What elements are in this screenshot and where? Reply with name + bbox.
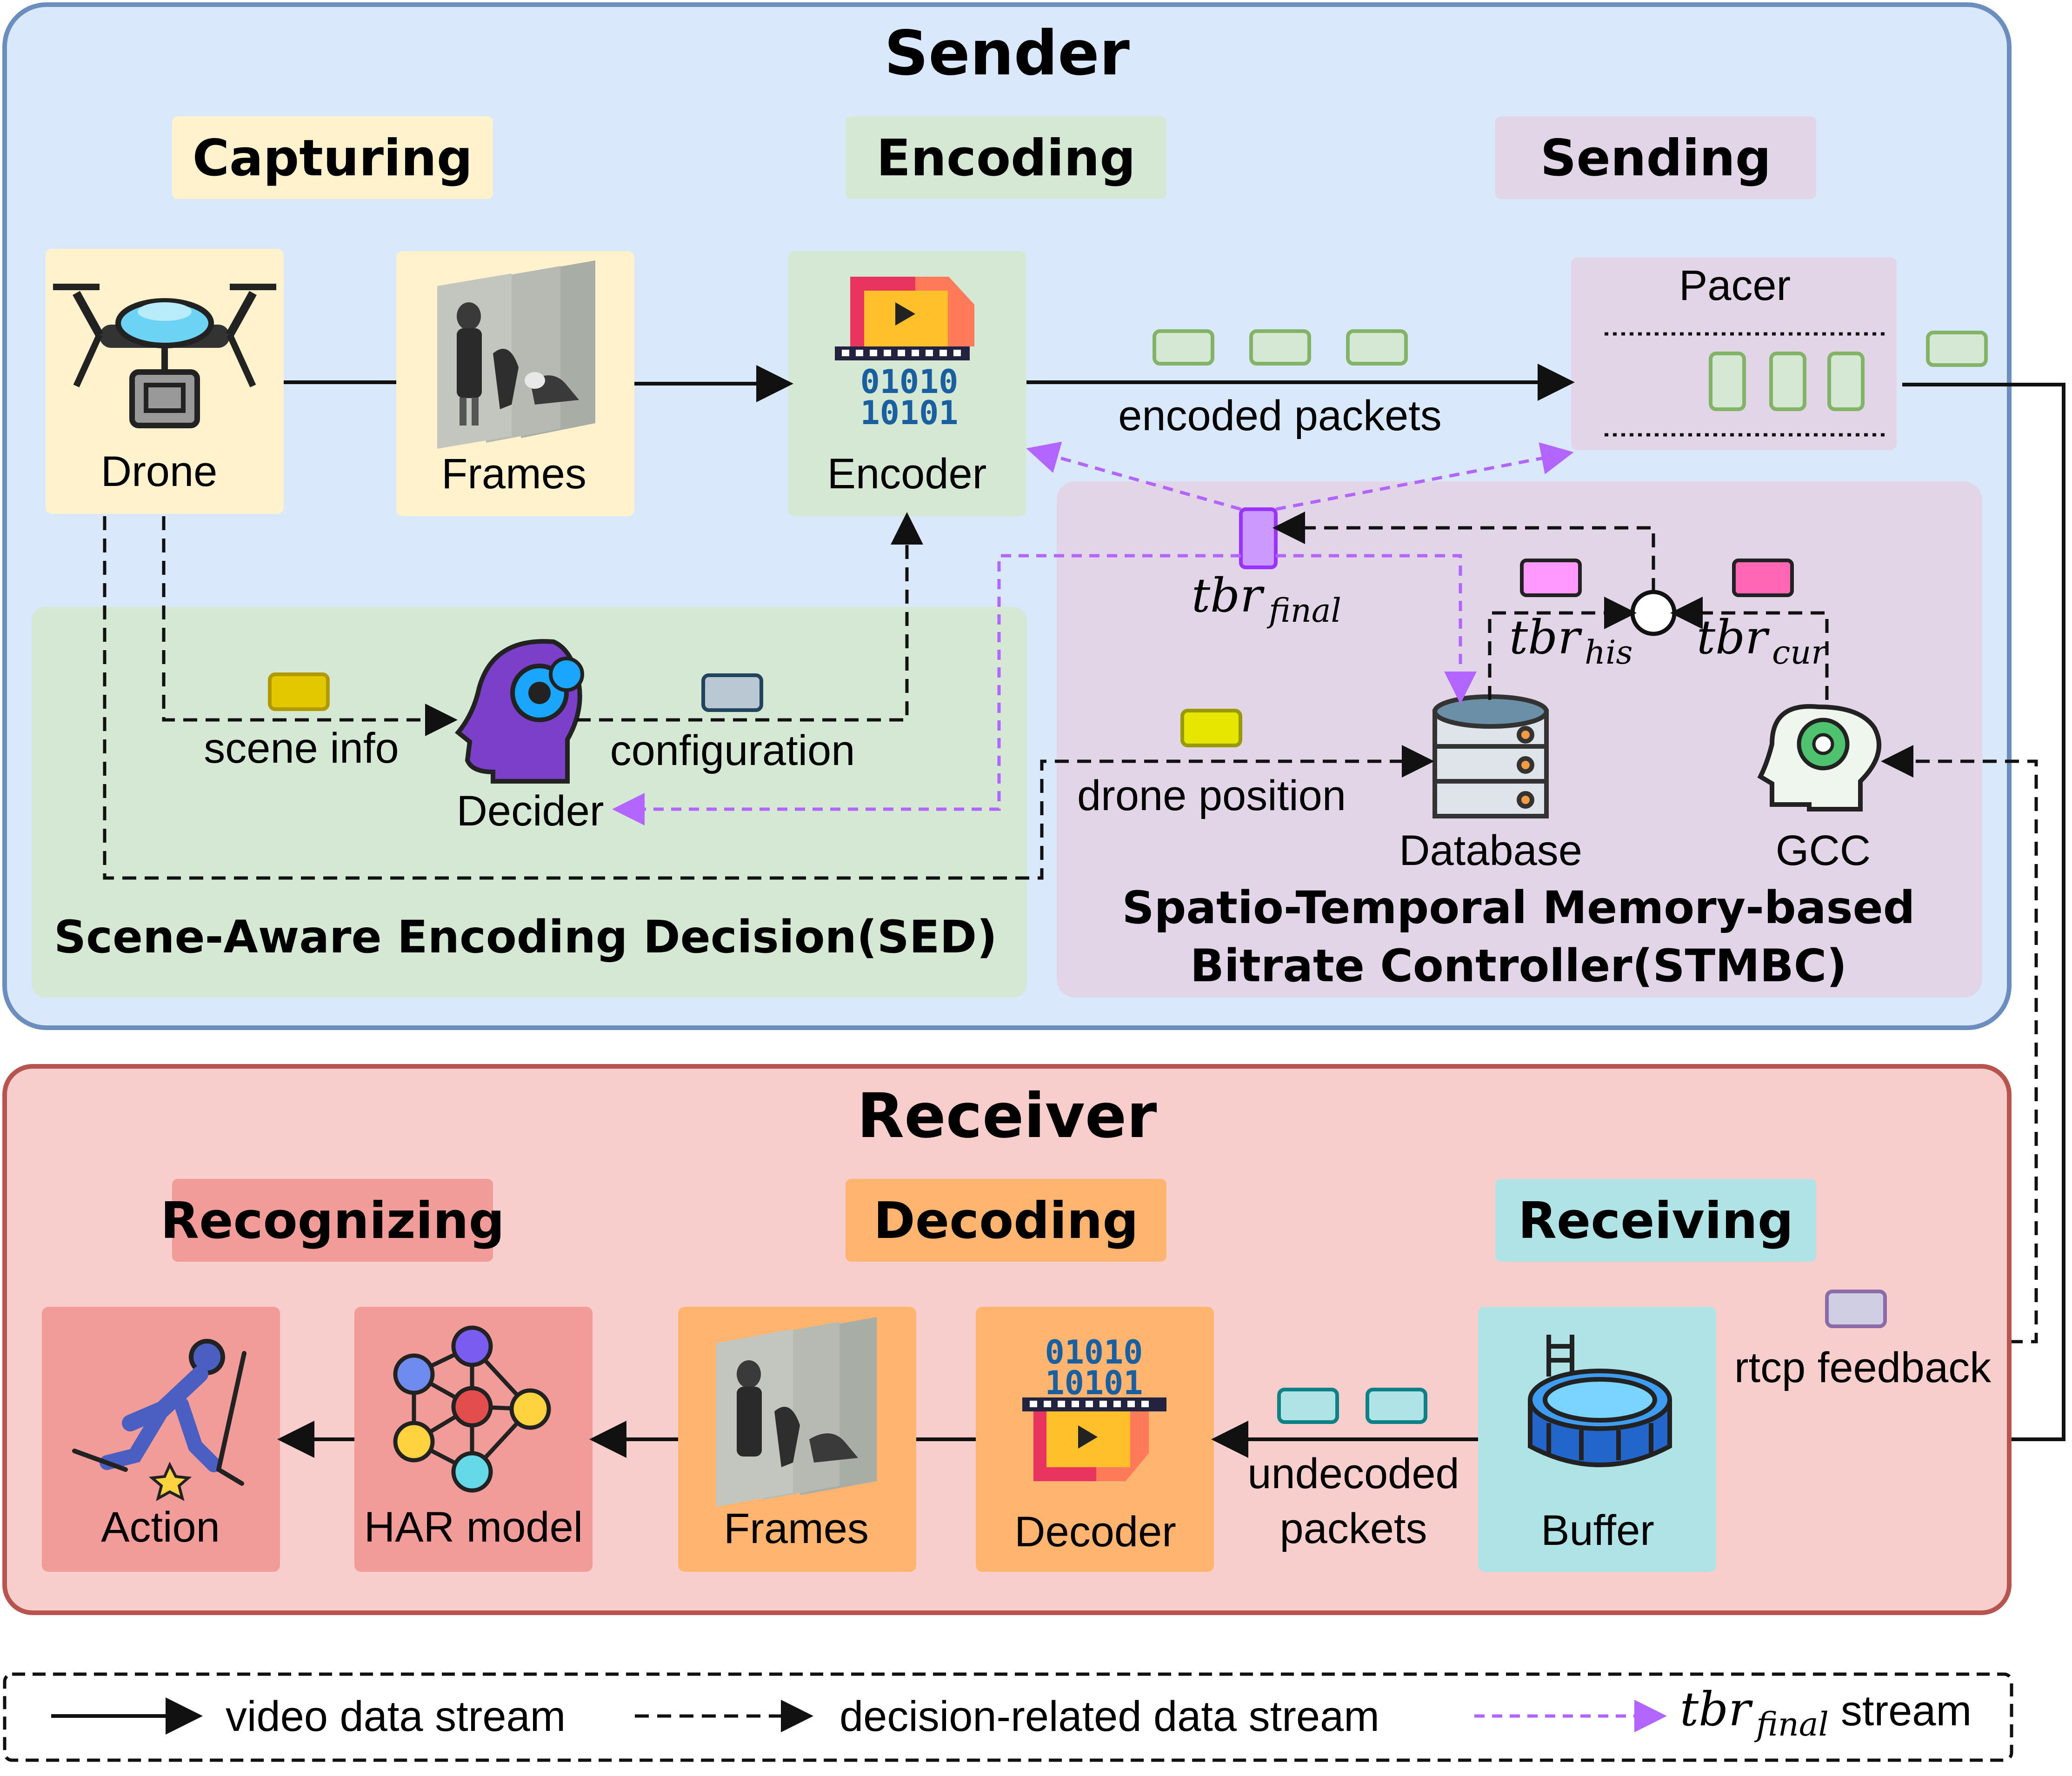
rtcp-feedback-label: rtcp feedback: [1734, 1344, 1992, 1391]
svg-text:01010: 01010: [860, 363, 959, 401]
configuration-label: configuration: [610, 727, 855, 774]
tbr-cur-packet: [1732, 559, 1794, 597]
svg-text:01010: 01010: [1045, 1333, 1143, 1371]
action-label: Action: [101, 1503, 220, 1551]
encoded-packets: [1153, 329, 1988, 367]
configuration-packet: [701, 673, 763, 712]
receiver-frames-stack-icon: [716, 1317, 877, 1507]
tbr-stream-arrows: [612, 441, 1574, 825]
capturing-label: Capturing: [193, 129, 473, 187]
legend: video data stream decision-related data …: [3, 1672, 2013, 1762]
recognizing-header: [172, 1179, 493, 1262]
stmbc-title-line2: Bitrate Controller(STMBC): [1190, 940, 1847, 992]
scene-info-label: scene info: [204, 725, 399, 772]
database-icon: [1432, 694, 1549, 818]
undecoded-label-line1: undecoded: [1247, 1450, 1459, 1497]
legend-video-label: video data stream: [226, 1693, 566, 1740]
buffer-label: Buffer: [1541, 1507, 1654, 1554]
action-icon: [72, 1339, 247, 1502]
undecoded-label-line2: packets: [1279, 1505, 1427, 1552]
drone-position-packet: [1180, 709, 1242, 747]
frames-label: Frames: [441, 450, 586, 498]
action-node: [42, 1307, 280, 1572]
combine-node: [1630, 590, 1677, 636]
decoder-label: Decoder: [1014, 1508, 1176, 1556]
tbr-his-packet: [1520, 559, 1582, 597]
recognizing-label: Recognizing: [160, 1192, 505, 1250]
pacer-label: Pacer: [1679, 262, 1791, 309]
encoding-header: [846, 116, 1166, 199]
legend-decision-label: decision-related data stream: [839, 1693, 1379, 1740]
receiver-panel: Receiver Recognizing Decoding Receiving …: [2, 1064, 2012, 1615]
rtcp-feedback-packet: [1825, 1290, 1887, 1328]
encoder-icon: 01010 10101: [835, 277, 974, 432]
decoding-header: [846, 1179, 1166, 1262]
neural-network-icon: [393, 1325, 551, 1493]
capturing-header: [172, 116, 493, 199]
decoding-label: Decoding: [873, 1192, 1139, 1250]
gcc-icon: [1757, 704, 1881, 812]
receiving-header: [1495, 1179, 1816, 1262]
frames-stack-icon: [437, 260, 595, 449]
har-model-label: HAR model: [364, 1503, 583, 1551]
svg-text:10101: 10101: [1045, 1364, 1143, 1402]
stmbc-title-line1: Spatio-Temporal Memory-based: [1122, 882, 1915, 934]
decider-label: Decider: [456, 787, 604, 835]
receiver-frames-label: Frames: [724, 1505, 869, 1552]
sender-title: Sender: [884, 18, 1130, 89]
scene-info-packet: [268, 672, 330, 711]
encoded-packets-label: encoded packets: [1118, 392, 1442, 439]
svg-text:10101: 10101: [860, 394, 959, 432]
sed-title: Scene-Aware Encoding Decision(SED): [54, 911, 997, 963]
receiving-label: Receiving: [1518, 1192, 1793, 1250]
pacer-packets: [1709, 352, 1865, 411]
decoder-icon: 01010 10101: [1022, 1333, 1166, 1481]
database-label: Database: [1399, 827, 1582, 874]
tbr-final-packet: [1239, 507, 1278, 569]
sending-header: [1495, 116, 1816, 199]
drone-position-label: drone position: [1077, 772, 1346, 819]
sending-label: Sending: [1540, 129, 1771, 187]
sender-panel: Sender Capturing Encoding Sending Scene-…: [2, 2, 2012, 1030]
undecoded-packets: [1277, 1388, 1427, 1424]
drone-icon: [53, 284, 276, 428]
receiver-title: Receiver: [857, 1080, 1157, 1152]
encoder-label: Encoder: [827, 450, 987, 498]
pool-icon: [1528, 1335, 1672, 1467]
drone-label: Drone: [101, 448, 218, 495]
decider-icon: [454, 639, 584, 784]
gcc-label: GCC: [1776, 827, 1871, 874]
encoding-label: Encoding: [876, 129, 1135, 187]
